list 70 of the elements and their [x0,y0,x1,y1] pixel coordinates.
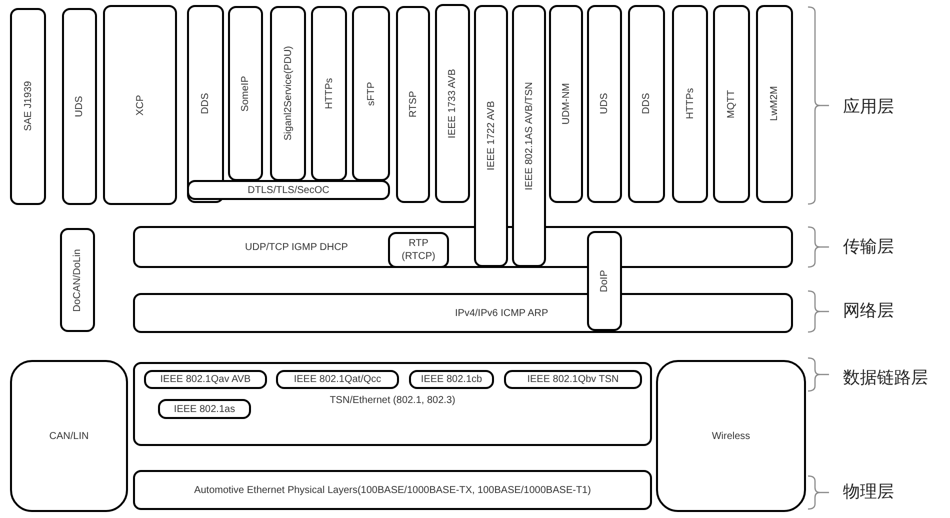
protocol-label: HTTPs [684,88,696,120]
protocol-box [10,360,128,512]
protocol-column [60,228,95,332]
protocol-box [133,362,652,446]
protocol-label: HTTPs [322,78,336,110]
protocol-box [656,360,806,512]
protocol-label: UDS [598,93,611,115]
protocol-label: XCP [134,94,146,116]
protocol-column [713,5,750,203]
protocol-column [396,6,430,203]
protocol-column [672,5,708,203]
protocol-label: IEEE 1722 AVB [484,101,498,171]
protocol-label: LwM2M [768,86,781,122]
protocol-column [474,5,508,267]
protocol-box [133,470,652,510]
protocol-label: UDS [73,96,86,118]
protocol-box [388,232,449,268]
protocol-label: IEEE 802.1AS AVB/TSN [522,82,536,190]
protocol-label: RTSP [406,91,420,118]
layer-label: 物理层 [843,482,894,502]
protocol-label: IPv4/IPv6 ICMP ARP [455,306,548,320]
protocol-column [512,5,546,267]
protocol-label: IEEE 802.1cb [420,373,482,386]
protocol-column [228,6,263,181]
protocol-label: DDS [199,93,212,115]
protocol-column [587,231,622,331]
protocol-label: sFTP [364,82,378,106]
protocol-label: DTLS/TLS/SecOC [248,184,330,196]
protocol-column [352,6,390,181]
protocol-box [133,293,793,333]
protocol-label: MQTT [725,90,738,118]
protocol-label: Siganl2Service(PDU) [282,46,294,141]
protocol-column [756,5,793,203]
protocol-column [587,5,622,203]
protocol-label: IEEE 802.1Qat/Qcc [294,373,382,386]
protocol-label: SomeIP [239,76,252,112]
layer-label: 应用层 [843,97,894,117]
protocol-label: DDS [640,93,653,115]
protocol-label: DoIP [598,270,611,292]
protocol-label: IEEE 1733 AVB [446,68,459,138]
protocol-column [103,5,177,205]
protocol-column [628,5,665,203]
protocol-label: IEEE 802.1as [174,402,236,416]
protocol-box [409,370,494,389]
protocol-column [10,8,46,205]
protocol-label: DoCAN/DoLin [71,248,84,312]
protocol-label: RTP (RTCP) [400,237,436,263]
layer-label: 网络层 [843,301,894,321]
protocol-box [144,370,267,389]
protocol-column [435,4,470,203]
protocol-box [187,180,390,200]
protocol-column [62,8,97,205]
protocol-box [158,399,251,419]
protocol-column [270,6,306,181]
protocol-label: IEEE 802.1Qav AVB [160,373,251,386]
protocol-box [504,370,642,389]
protocol-label: CAN/LIN [49,430,89,442]
protocol-label: TSN/Ethernet (802.1, 802.3) [330,394,456,407]
protocol-column [187,5,224,203]
protocol-column [549,5,583,203]
layer-label: 传输层 [843,237,894,257]
protocol-label: Automotive Ethernet Physical Layers(100BASE/1000BASE-TX, 100BASE/1000BASE-T1) [194,484,591,496]
layer-label: 数据链路层 [843,368,928,388]
protocol-label: UDP/TCP IGMP DHCP [245,240,348,254]
protocol-label: IEEE 802.1Qbv TSN [527,373,619,386]
protocol-column [311,6,347,181]
protocol-label: UDM-NM [560,83,572,125]
protocol-box [276,370,399,389]
protocol-label: SAE J1939 [22,81,34,132]
protocol-label: Wireless [712,430,750,442]
